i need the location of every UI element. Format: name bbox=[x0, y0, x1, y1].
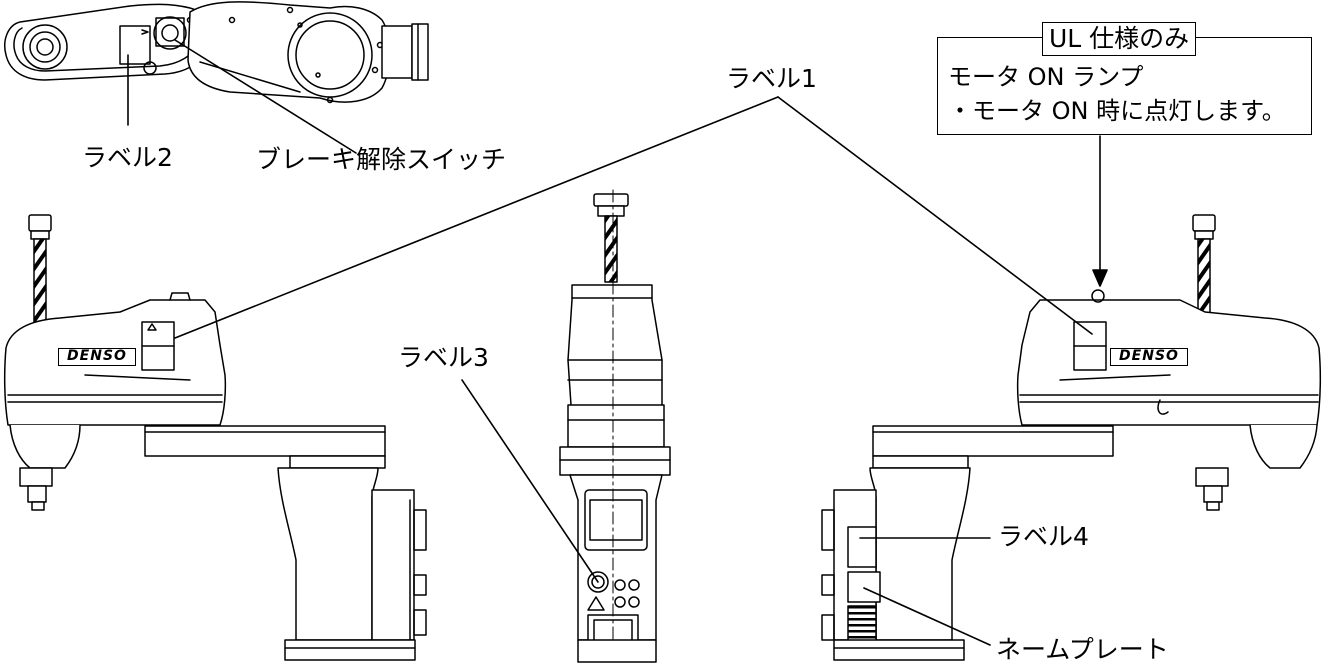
label-3-text: ラベル3 bbox=[398, 343, 489, 372]
ul-spec-tag: UL 仕様のみ bbox=[1042, 22, 1197, 56]
brake-release-switch-text: ブレーキ解除スイッチ bbox=[256, 145, 507, 174]
label-4-text: ラベル4 bbox=[998, 522, 1089, 551]
front-view-robot bbox=[559, 189, 671, 666]
ul-motor-lamp-text: モータ ON ランプ bbox=[948, 63, 1144, 91]
label-2-text: ラベル2 bbox=[82, 143, 173, 172]
top-view-robot bbox=[4, 1, 429, 104]
nameplate-text: ネームプレート bbox=[996, 635, 1169, 664]
right-side-robot bbox=[821, 214, 1322, 661]
brand-plate-right: DENSO bbox=[1110, 348, 1188, 366]
left-side-robot bbox=[3, 214, 427, 661]
label-1-text: ラベル1 bbox=[726, 64, 817, 93]
ul-motor-lamp-note: ・モータ ON 時に点灯します。 bbox=[948, 97, 1286, 125]
leader-lines bbox=[127, 39, 1108, 646]
brand-plate-left: DENSO bbox=[58, 348, 136, 366]
